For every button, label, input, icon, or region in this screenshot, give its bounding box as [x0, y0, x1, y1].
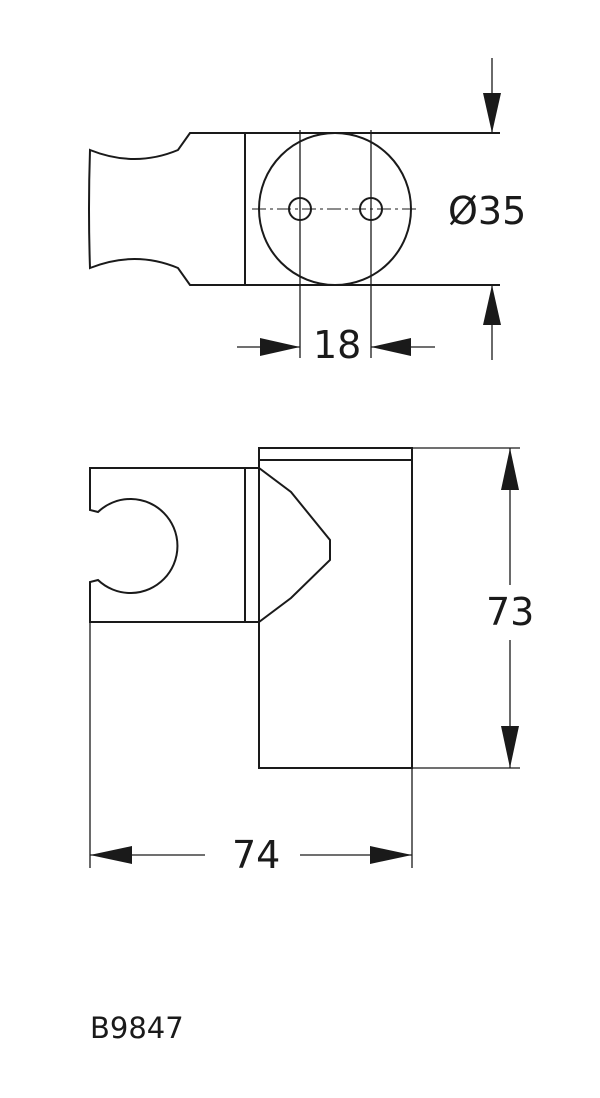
spacing-arrow-right [371, 338, 411, 356]
spacing-label: 18 [313, 323, 361, 367]
width-label: 74 [232, 833, 280, 877]
top-view-holder-outline [88, 132, 246, 286]
side-view: 73 74 [89, 447, 534, 877]
height-arrow-top [501, 448, 519, 490]
article-code: B9847 [90, 1011, 184, 1045]
hose-clip-body [89, 467, 245, 623]
diameter-label: Ø35 [448, 189, 526, 233]
spacing-arrow-left [260, 338, 300, 356]
top-view: Ø35 18 [88, 58, 526, 367]
width-arrow-right [370, 846, 412, 864]
height-arrow-bottom [501, 726, 519, 768]
joint-piece [244, 467, 331, 623]
diameter-arrow-top [483, 93, 501, 133]
height-label: 73 [486, 590, 534, 634]
wall-block [258, 447, 413, 769]
diameter-arrow-bottom [483, 285, 501, 325]
width-arrow-left [90, 846, 132, 864]
